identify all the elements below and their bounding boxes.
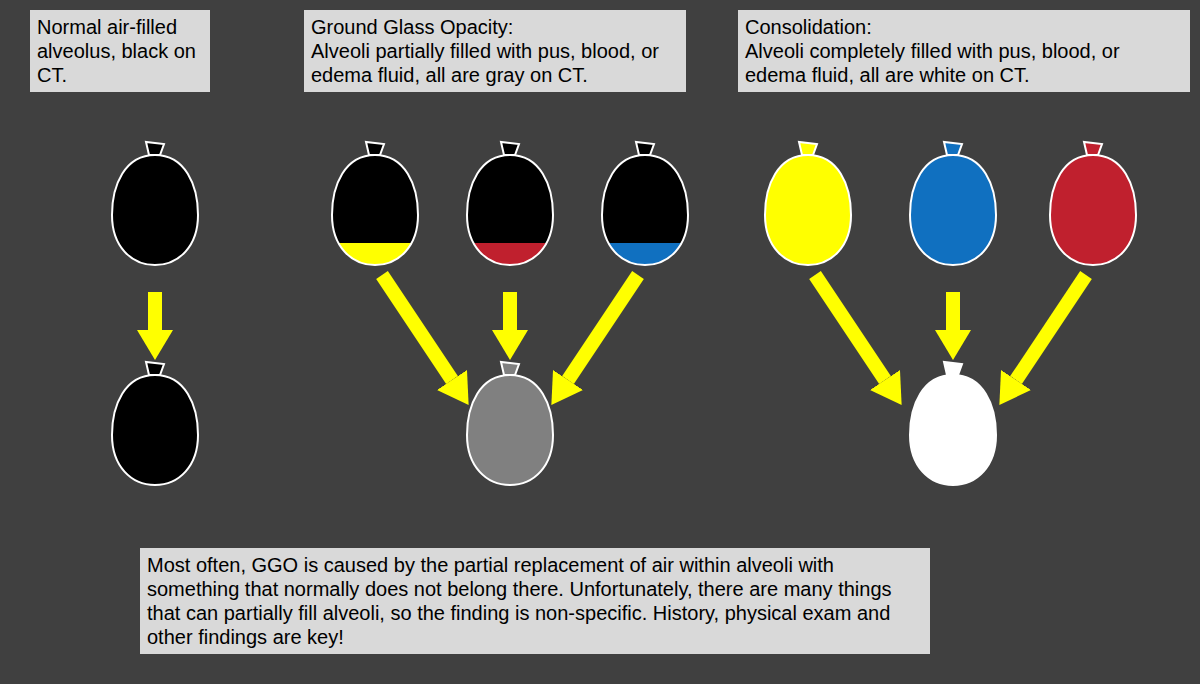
- arrow: [148, 292, 162, 330]
- arrow: [503, 292, 517, 330]
- arrow: [946, 292, 960, 330]
- partial-pus-alveolus: [325, 142, 425, 273]
- text-box: Most often, GGO is caused by the partial…: [140, 548, 930, 654]
- yellow-arrows: [155, 275, 1086, 380]
- arrow: [568, 275, 638, 380]
- text-box: Ground Glass Opacity:Alveoli partially f…: [304, 10, 686, 92]
- text-box: Normal air-filled alveolus, black on CT.: [30, 10, 210, 92]
- full-blood-alveolus: [1050, 142, 1136, 265]
- caption-box: Normal air-filled alveolus, black on CT.: [37, 15, 203, 87]
- normal-alveolus: [112, 142, 198, 265]
- note-box: Most often, GGO is caused by the partial…: [147, 553, 923, 649]
- arrow: [382, 275, 452, 380]
- white-alveolus-ct: [910, 362, 996, 485]
- full-edema-alveolus: [910, 142, 996, 265]
- partial-edema-alveolus: [595, 142, 695, 273]
- normal-alveolus-ct: [112, 362, 198, 485]
- heading: Consolidation:: [745, 15, 1183, 39]
- arrow: [1016, 275, 1086, 380]
- partial-blood-alveolus: [460, 142, 560, 273]
- gray-alveolus-ct: [467, 362, 553, 485]
- heading: Ground Glass Opacity:: [311, 15, 679, 39]
- description: Alveoli completely filled with pus, bloo…: [745, 39, 1183, 87]
- full-pus-alveolus: [765, 142, 851, 265]
- arrow: [815, 275, 885, 380]
- text-box: Consolidation:Alveoli completely filled …: [738, 10, 1190, 92]
- description: Alveoli partially filled with pus, blood…: [311, 39, 679, 87]
